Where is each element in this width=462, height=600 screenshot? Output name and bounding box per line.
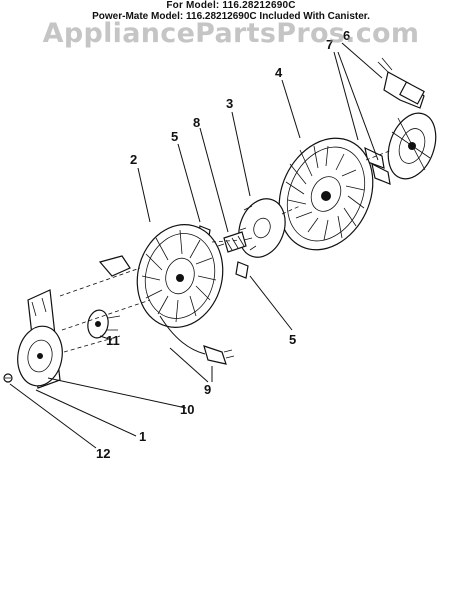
callout-11: 11: [106, 333, 120, 348]
leader-lines: [9, 42, 383, 449]
callout-12: 12: [96, 446, 110, 461]
part-12-screw: [3, 373, 13, 383]
callout-3: 3: [226, 96, 233, 111]
part-2-reel-housing: [98, 224, 224, 328]
part-8-spring-shaft: [217, 231, 253, 253]
model-line: For Model: 116.28212690C: [166, 0, 296, 11]
part-6-plug: [377, 57, 425, 109]
callout-7: 7: [326, 37, 333, 52]
callout-5-upper: 5: [171, 129, 178, 144]
part-5-clip-lower: [235, 261, 249, 279]
callout-8: 8: [193, 115, 200, 130]
callout-9: 9: [204, 382, 211, 397]
part-3-drum: [238, 198, 286, 258]
part-1-housing-cover: [17, 289, 63, 389]
powermate-line: Power-Mate Model: 116.28212690C Included…: [92, 11, 370, 22]
callout-5-lower: 5: [289, 332, 296, 347]
watermark: AppliancePartsPros.com: [42, 18, 420, 49]
part-7-cover: [364, 112, 437, 185]
part-4-reel-plate: [278, 137, 374, 251]
callout-6: 6: [343, 28, 350, 43]
callout-1: 1: [139, 429, 146, 444]
part-11-hub: [87, 309, 121, 339]
assembly-guides: [59, 149, 393, 353]
callout-4: 4: [275, 65, 283, 80]
power-cord: [159, 315, 235, 365]
callout-10: 10: [180, 402, 194, 417]
callout-2: 2: [130, 152, 137, 167]
